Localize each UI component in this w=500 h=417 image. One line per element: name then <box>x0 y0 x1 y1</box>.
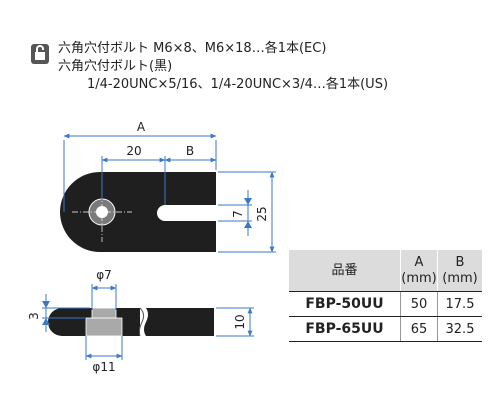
top-view-part <box>60 172 216 252</box>
col-header-part-no: 品番 <box>289 250 401 292</box>
col-header-b-unit: (mm) <box>442 270 478 286</box>
dim-25: 25 <box>255 206 269 221</box>
header-line-3: 1/4-20UNC×5/16、1/4-20UNC×3/4…各1本(US) <box>87 77 389 92</box>
part-number-cell: FBP-50UU <box>289 291 401 317</box>
a-value-cell: 65 <box>400 316 438 342</box>
dim-20: 20 <box>126 144 141 158</box>
b-value-cell: 32.5 <box>437 316 482 342</box>
b-value-cell: 17.5 <box>437 291 482 317</box>
col-header-b-letter: B <box>455 254 465 270</box>
header-line-2: 六角穴付ボルト(黒) <box>58 59 173 74</box>
lock-icon <box>31 44 49 64</box>
dim-B: B <box>186 144 194 158</box>
dim-10: 10 <box>233 314 247 329</box>
col-header-a-unit: (mm) <box>401 270 437 286</box>
dim-phi11: φ11 <box>92 360 115 374</box>
dim-phi7: φ7 <box>96 268 112 282</box>
part-number-cell: FBP-65UU <box>289 316 401 342</box>
side-view-part-right <box>144 308 214 336</box>
table-row: FBP-65UU 65 32.5 <box>289 316 482 342</box>
col-header-b: B (mm) <box>437 250 482 292</box>
counterbore-section <box>85 317 123 337</box>
dim-A: A <box>137 120 146 134</box>
dim-3: 3 <box>27 312 41 320</box>
dim-7: 7 <box>231 210 245 218</box>
table-row: FBP-50UU 50 17.5 <box>289 291 482 317</box>
col-header-a: A (mm) <box>400 250 438 292</box>
header-line-1: 六角穴付ボルト M6×8、M6×18…各1本(EC) <box>58 41 327 56</box>
table-header-row: 品番 A (mm) B (mm) <box>289 250 482 292</box>
a-value-cell: 50 <box>400 291 438 317</box>
spec-table: 品番 A (mm) B (mm) FBP-50UU 50 17.5 FBP-65… <box>289 250 482 342</box>
col-header-a-letter: A <box>414 254 424 270</box>
